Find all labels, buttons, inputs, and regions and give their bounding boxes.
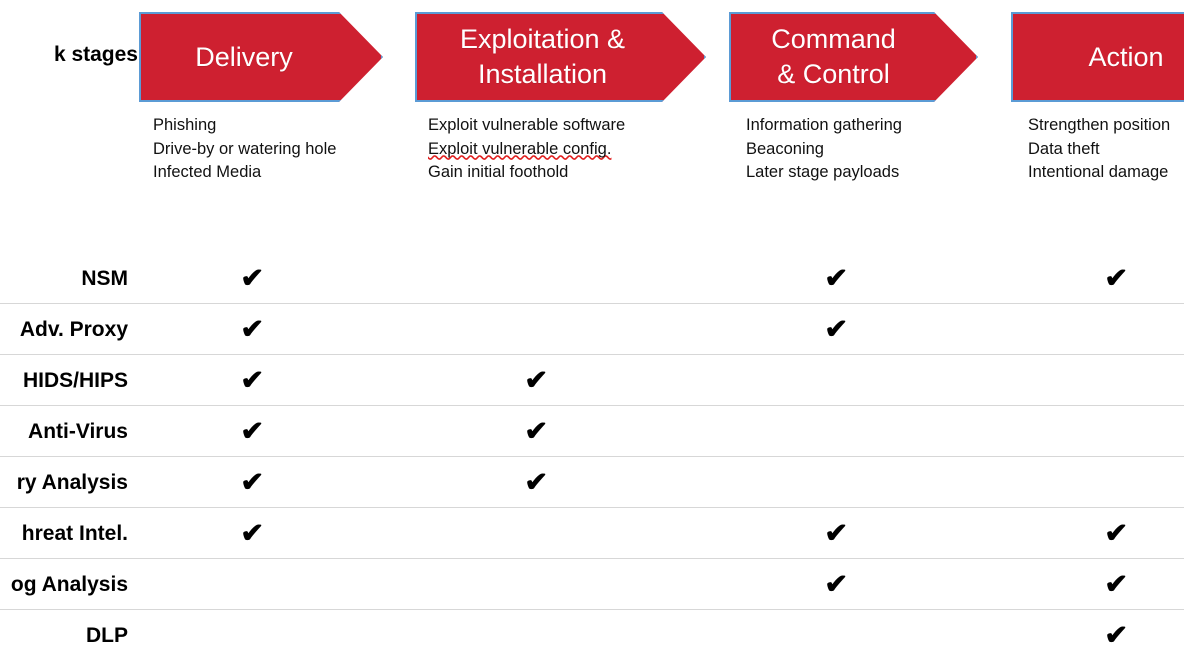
table-row: Anti-Virus ✔ ✔ ✔ ✔ <box>0 406 1184 457</box>
matrix-row-label: DLP <box>86 624 128 647</box>
stage-bullet: Gain initial foothold <box>428 163 569 181</box>
matrix-cell-checked[interactable]: ✔ <box>1089 610 1143 661</box>
stage-description-action: Strengthen position Data theft Intention… <box>1028 114 1170 185</box>
stage-line-2: & Control <box>777 59 890 89</box>
check-icon: ✔ <box>524 467 548 497</box>
stage-line-2: Installation <box>477 59 608 89</box>
stage-bullet: Phishing <box>153 116 217 134</box>
matrix-cell-checked[interactable]: ✔ <box>509 457 563 508</box>
table-row: Adv. Proxy ✔ ✔ ✔ ✔ <box>0 304 1184 355</box>
table-row: hreat Intel. ✔ ✔ ✔ ✔ <box>0 508 1184 559</box>
matrix-cell-empty[interactable]: ✔ <box>1089 406 1143 457</box>
matrix-cell-empty[interactable]: ✔ <box>809 355 863 406</box>
check-icon: ✔ <box>824 263 848 293</box>
stage-bullet-misspelled: Exploit vulnerable config. <box>428 139 612 158</box>
matrix-row-label: hreat Intel. <box>21 522 128 545</box>
table-row: og Analysis ✔ ✔ ✔ ✔ <box>0 559 1184 610</box>
matrix-cell-checked[interactable]: ✔ <box>809 304 863 355</box>
stage-description-exploitation-installation: Exploit vulnerable software Exploit vuln… <box>428 114 625 185</box>
stage-arrow-command-control[interactable]: Command & Control <box>729 12 978 102</box>
check-icon: ✔ <box>240 518 264 548</box>
matrix-cell-checked[interactable]: ✔ <box>1089 559 1143 610</box>
stage-arrow-action-label: Action <box>1088 41 1164 72</box>
stage-bullet: Drive-by or watering hole <box>153 139 337 158</box>
matrix-cell-checked[interactable]: ✔ <box>225 508 279 559</box>
matrix-cell-empty[interactable]: ✔ <box>509 304 563 355</box>
table-row: HIDS/HIPS ✔ ✔ ✔ ✔ <box>0 355 1184 406</box>
stage-description-delivery: Phishing Drive-by or watering hole Infec… <box>153 114 336 185</box>
matrix-cell-checked[interactable]: ✔ <box>809 508 863 559</box>
matrix-cell-empty[interactable]: ✔ <box>225 559 279 610</box>
stage-bullet: Intentional damage <box>1028 163 1169 181</box>
matrix-row-label: NSM <box>81 267 128 290</box>
stage-bullet: Infected Media <box>153 163 262 181</box>
table-row: NSM ✔ ✔ ✔ ✔ <box>0 253 1184 304</box>
matrix-cell-empty[interactable]: ✔ <box>1089 355 1143 406</box>
attack-stages-label: k stages <box>53 43 138 66</box>
stage-bullet: Exploit vulnerable software <box>428 116 626 134</box>
matrix-cell-empty[interactable]: ✔ <box>509 253 563 304</box>
matrix-row-label: Anti-Virus <box>28 420 128 443</box>
matrix-cell-empty[interactable]: ✔ <box>1089 457 1143 508</box>
matrix-cell-checked[interactable]: ✔ <box>225 457 279 508</box>
check-icon: ✔ <box>524 416 548 446</box>
matrix-row-label: ry Analysis <box>16 471 128 494</box>
matrix-cell-empty[interactable]: ✔ <box>809 457 863 508</box>
matrix-cell-empty[interactable]: ✔ <box>1089 304 1143 355</box>
check-icon: ✔ <box>824 569 848 599</box>
stage-arrow-delivery[interactable]: Delivery <box>139 12 383 102</box>
check-icon: ✔ <box>240 416 264 446</box>
stage-line-1: Command <box>771 24 896 55</box>
matrix-cell-checked[interactable]: ✔ <box>1089 253 1143 304</box>
table-row: ry Analysis ✔ ✔ ✔ ✔ <box>0 457 1184 508</box>
matrix-cell-empty[interactable]: ✔ <box>509 610 563 661</box>
matrix-cell-empty[interactable]: ✔ <box>509 559 563 610</box>
matrix-cell-checked[interactable]: ✔ <box>809 559 863 610</box>
stage-arrow-delivery-label: Delivery <box>195 41 293 72</box>
matrix-cell-checked[interactable]: ✔ <box>809 253 863 304</box>
matrix-cell-empty[interactable]: ✔ <box>809 406 863 457</box>
check-icon: ✔ <box>1104 518 1128 548</box>
matrix-row-label: HIDS/HIPS <box>22 369 128 392</box>
matrix-cell-checked[interactable]: ✔ <box>225 304 279 355</box>
check-icon: ✔ <box>824 518 848 548</box>
stage-description-command-control: Information gathering Beaconing Later st… <box>746 114 902 185</box>
matrix-cell-checked[interactable]: ✔ <box>509 355 563 406</box>
matrix-cell-empty[interactable]: ✔ <box>809 610 863 661</box>
check-icon: ✔ <box>524 365 548 395</box>
check-icon: ✔ <box>240 365 264 395</box>
check-icon: ✔ <box>240 467 264 497</box>
stage-bullet: Later stage payloads <box>746 163 900 181</box>
check-icon: ✔ <box>1104 263 1128 293</box>
matrix-cell-checked[interactable]: ✔ <box>509 406 563 457</box>
matrix-cell-checked[interactable]: ✔ <box>225 406 279 457</box>
stage-bullet: Information gathering <box>746 116 902 134</box>
matrix-cell-empty[interactable]: ✔ <box>225 610 279 661</box>
stage-bullet: Data theft <box>1028 139 1100 158</box>
stage-arrow-exploitation-installation[interactable]: Exploitation & Installation <box>415 12 706 102</box>
stage-arrow-action[interactable]: Action <box>1011 12 1184 102</box>
check-icon: ✔ <box>1104 569 1128 599</box>
matrix-cell-checked[interactable]: ✔ <box>1089 508 1143 559</box>
stage-arrow-command-control-label: Command & Control <box>771 22 936 91</box>
check-icon: ✔ <box>1104 620 1128 650</box>
stage-line-1: Exploitation & <box>459 24 626 55</box>
matrix-cell-checked[interactable]: ✔ <box>225 355 279 406</box>
coverage-matrix: NSM✔✔✔✔Adv. Proxy✔✔✔✔HIDS/HIPS✔✔✔✔Anti-V… <box>0 253 1184 661</box>
stage-arrow-exploitation-installation-label: Exploitation & Installation <box>460 22 661 91</box>
stage-bullet: Beaconing <box>746 139 824 158</box>
matrix-cell-empty[interactable]: ✔ <box>509 508 563 559</box>
check-icon: ✔ <box>824 314 848 344</box>
stage-bullet: Strengthen position <box>1028 116 1171 134</box>
matrix-row-label: Adv. Proxy <box>19 318 128 341</box>
table-row: DLP ✔ ✔ ✔ ✔ <box>0 610 1184 661</box>
check-icon: ✔ <box>240 263 264 293</box>
matrix-row-label: og Analysis <box>10 573 128 596</box>
matrix-cell-checked[interactable]: ✔ <box>225 253 279 304</box>
check-icon: ✔ <box>240 314 264 344</box>
